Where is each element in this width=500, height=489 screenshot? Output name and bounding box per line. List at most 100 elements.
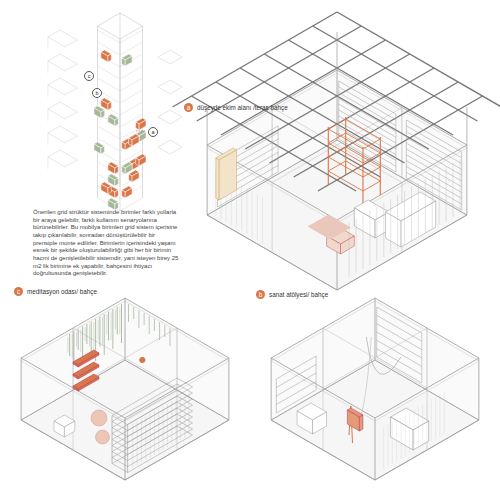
orange-shelf <box>73 386 78 391</box>
shelf <box>406 155 461 187</box>
shelf-side <box>376 307 377 357</box>
shelf-side <box>395 114 396 172</box>
unit-block <box>101 184 108 194</box>
shelf <box>406 132 461 164</box>
plant-pot <box>139 357 145 363</box>
unit-block <box>108 176 115 186</box>
hanging-plant <box>98 320 99 341</box>
wood-panel <box>216 158 219 200</box>
ghost-frame <box>48 78 77 95</box>
louvre <box>425 179 426 233</box>
unit-block <box>115 202 119 210</box>
hanging-plant <box>108 312 109 341</box>
unit-block <box>94 144 101 154</box>
planter-frame <box>328 133 380 163</box>
shelf-side <box>112 416 113 464</box>
pergola-beam <box>318 96 483 191</box>
tower-edge <box>120 39 121 211</box>
unit-block <box>122 58 126 66</box>
shelf <box>406 166 461 198</box>
roller <box>141 419 142 463</box>
roller <box>189 391 190 435</box>
tower-floor <box>120 102 143 115</box>
shelf-side <box>338 81 339 139</box>
post <box>375 298 376 360</box>
unit-title: düşeyde ekim alanı /teras bahçe <box>197 104 288 112</box>
tower-floor <box>120 42 143 55</box>
post <box>177 388 178 450</box>
shelf-side <box>461 152 462 210</box>
callout-letter: a <box>184 103 193 112</box>
beam <box>73 328 177 388</box>
louvre <box>439 171 440 225</box>
hanging-plant <box>80 330 81 352</box>
planter-frame <box>328 147 380 177</box>
shelf <box>377 357 422 383</box>
shelf <box>276 373 316 396</box>
hanging-plant <box>89 325 90 347</box>
roller <box>132 424 133 468</box>
ghost-frame <box>158 110 182 124</box>
louvre <box>432 175 433 229</box>
hanging-plant <box>121 304 122 343</box>
louvre <box>363 215 364 269</box>
beam <box>272 108 402 183</box>
post <box>125 298 126 360</box>
hanging-plant <box>117 307 118 335</box>
shelf <box>406 120 461 152</box>
louvre <box>241 185 242 231</box>
unit-block <box>108 102 111 110</box>
hanging-plant <box>78 329 79 350</box>
louvre <box>396 420 397 462</box>
side-table <box>313 412 327 434</box>
unit-block <box>101 110 105 118</box>
shelf <box>276 356 316 379</box>
planter-frame <box>328 119 380 149</box>
hanging-plant <box>102 317 103 346</box>
shelf-side <box>278 126 279 172</box>
louvre <box>388 425 389 467</box>
louvre <box>422 405 423 447</box>
shelf <box>406 161 461 193</box>
unit-block <box>94 108 101 118</box>
tower-floor <box>120 66 143 79</box>
hanging-plant <box>76 332 77 347</box>
ghost-frame <box>48 54 77 71</box>
hanging-plant <box>119 307 120 334</box>
unit-block <box>125 164 132 174</box>
exercise-ball <box>95 430 109 444</box>
shelf <box>406 149 461 181</box>
unit-block <box>115 118 119 126</box>
ghost-frame <box>47 109 48 121</box>
unit-block <box>129 138 132 146</box>
stool <box>64 421 74 437</box>
ghost-frame <box>158 140 182 154</box>
table <box>354 208 375 238</box>
hanging-plant <box>128 304 129 322</box>
shelf <box>377 349 422 375</box>
unit-block <box>101 146 105 154</box>
roller <box>145 416 146 460</box>
shelf <box>276 382 316 405</box>
louvre <box>401 417 402 459</box>
shelf-side <box>421 333 422 383</box>
roller <box>180 396 181 440</box>
post <box>466 145 467 215</box>
beam <box>272 108 402 183</box>
post <box>478 358 479 420</box>
hanging-plant <box>138 310 139 328</box>
unit-block <box>122 190 126 198</box>
tower-floor <box>98 30 121 43</box>
exercise-ball <box>91 410 107 426</box>
tower-floor <box>120 30 143 43</box>
ghost-frame <box>158 80 182 94</box>
tower-floor <box>98 126 121 139</box>
unit-block <box>125 188 132 198</box>
shelf <box>377 332 422 358</box>
louvre <box>257 194 258 240</box>
unit-block <box>108 164 115 174</box>
post <box>271 358 272 420</box>
pergola-beam <box>221 40 386 135</box>
ghost-frame <box>48 126 77 143</box>
